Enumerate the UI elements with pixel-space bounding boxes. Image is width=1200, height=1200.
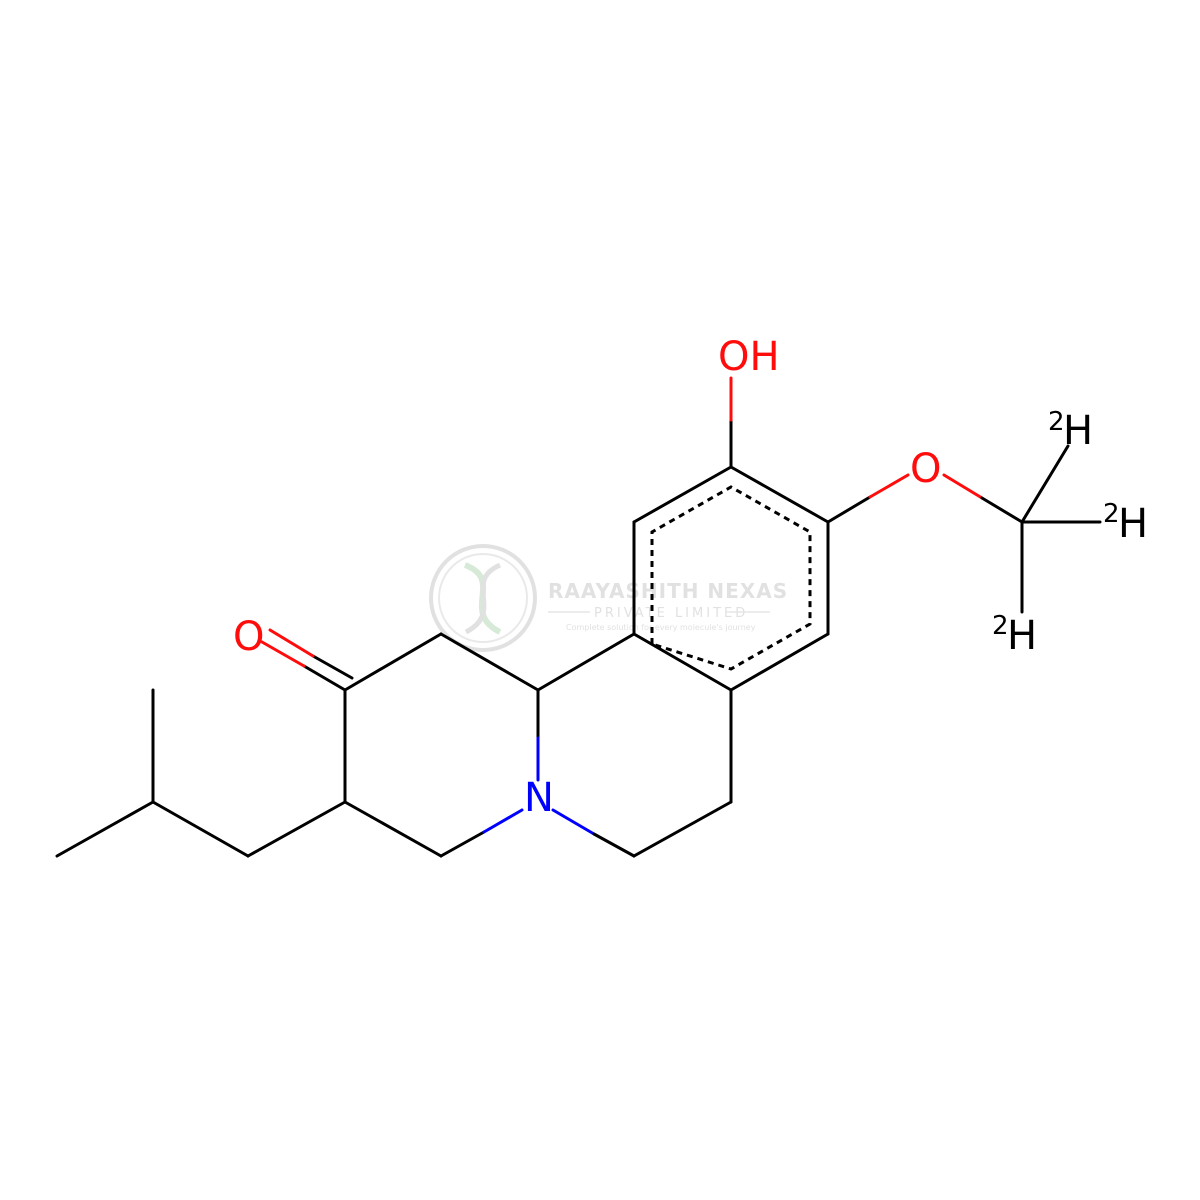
atom-deuterium-2-symbol: H (1118, 501, 1148, 547)
bond-carbonyl-oxygen (260, 640, 306, 668)
bond-methyl-left (55, 800, 155, 858)
atom-deuterium-1-symbol: H (1063, 408, 1093, 454)
aromatic-inner-ring (650, 485, 812, 671)
bond-c3-c4 (343, 800, 443, 858)
bond-c2-c1 (343, 632, 443, 692)
bond-ar-c7a-c11a (632, 632, 733, 692)
bond-n-c6-nitrogen (551, 808, 596, 836)
bond-o-cd3-carbon (980, 496, 1024, 524)
bond-isobutyl-ch (151, 800, 250, 858)
atom-deuterium-3-symbol: H (1007, 613, 1037, 659)
bond-carbonyl-second-oxygen (268, 628, 315, 658)
atom-deuterium-2-mass: 2 (1103, 499, 1120, 529)
atom-nitrogen: N (524, 775, 554, 821)
bond-ar-c11-c10 (632, 465, 733, 524)
bond-isobutyl-ch2 (246, 800, 347, 858)
bond-c9-o-oxygen (868, 473, 910, 499)
atom-ether-oxygen: O (910, 446, 941, 492)
bond-ar-c8-c7a (729, 632, 830, 692)
watermark-tagline: Complete solution for every molecule's j… (566, 623, 756, 632)
bond-ar-c10-c9 (729, 465, 830, 524)
watermark-logo-inner-ring (438, 553, 528, 643)
bond-c6-c7 (632, 800, 733, 858)
atom-deuterium-3-mass: 2 (992, 611, 1009, 641)
bond-c-d1 (1020, 444, 1070, 524)
bond-carbonyl-carbon (302, 664, 347, 692)
bond-n-c6-carbon (592, 832, 636, 858)
watermark-logo-ring (429, 544, 537, 652)
atom-deuterium-1-mass: 2 (1048, 407, 1065, 437)
watermark-subtitle: PRIVATE LIMITED (594, 606, 748, 621)
watermark-dna-strand-icon (464, 562, 502, 635)
bond-o-cd3-oxygen (942, 473, 984, 500)
watermark-company: RAAYASHITH NEXAS (548, 579, 788, 603)
bond-carbonyl-second-carbon (311, 654, 354, 680)
bond-c11b-c11a (536, 632, 636, 692)
bond-c4-n-carbon (439, 830, 486, 858)
atom-ketone-oxygen: O (233, 614, 264, 660)
atom-hydroxyl: OH (718, 334, 780, 380)
watermark: RAAYASHITH NEXAS PRIVATE LIMITED Complet… (429, 544, 788, 652)
bond-c4-n-nitrogen (482, 808, 524, 834)
bond-c1-c11b (439, 632, 540, 692)
bond-c9-o-carbon (826, 495, 872, 524)
